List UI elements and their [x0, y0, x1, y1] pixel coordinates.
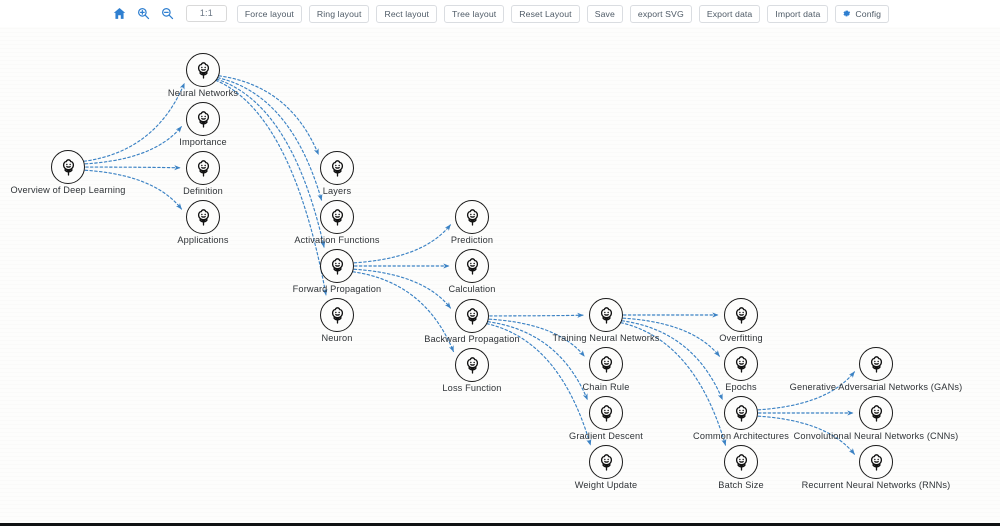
graph-node-label: Batch Size	[718, 480, 764, 490]
flower-icon[interactable]	[186, 53, 220, 87]
zoom-in-icon[interactable]	[135, 5, 152, 22]
flower-icon[interactable]	[589, 396, 623, 430]
export-data-button[interactable]: Export data	[698, 4, 761, 23]
flower-icon[interactable]	[859, 396, 893, 430]
flower-icon[interactable]	[186, 151, 220, 185]
graph-node-label: Definition	[183, 186, 223, 196]
graph-node-label: Calculation	[448, 284, 496, 294]
graph-edges-layer	[73, 74, 855, 455]
ring-layout-button[interactable]: Ring layout	[308, 4, 370, 23]
graph-edge	[206, 76, 328, 296]
flower-icon[interactable]	[724, 347, 758, 381]
graph-node-label: Layers	[322, 186, 352, 196]
graph-node-label: Weight Update	[574, 480, 638, 490]
flower-icon[interactable]	[724, 298, 758, 332]
flower-icon[interactable]	[320, 249, 354, 283]
rect-layout-button[interactable]: Rect layout	[376, 4, 438, 23]
graph-node-label: Overfitting	[719, 333, 763, 343]
graph-node-label: Activation Functions	[294, 235, 380, 245]
flower-icon[interactable]	[455, 200, 489, 234]
flower-icon[interactable]	[724, 445, 758, 479]
flower-icon[interactable]	[51, 150, 85, 184]
graph-node-label: Chain Rule	[582, 382, 630, 392]
flower-icon[interactable]	[455, 348, 489, 382]
graph-node-label: Training Neural Networks	[552, 333, 660, 343]
graph-node-label: Applications	[177, 235, 229, 245]
tree-layout-button[interactable]: Tree layout	[444, 4, 505, 23]
save-button[interactable]: Save	[586, 4, 623, 23]
toolbar-button-group: Force layout Ring layout Rect layout Tree l…	[236, 4, 829, 23]
zoom-level-input[interactable]: 1:1	[185, 5, 227, 22]
force-layout-button[interactable]: Force layout	[236, 4, 302, 23]
graph-node-label: Epochs	[725, 382, 757, 392]
flower-icon[interactable]	[724, 396, 758, 430]
bottom-border	[0, 523, 1000, 526]
toolbar: 1:1 Force layout Ring layout Rect layout Tr…	[0, 0, 1000, 27]
graph-node-label: Gradient Descent	[569, 431, 643, 441]
graph-node-label: Backward Propagation	[424, 334, 520, 344]
gear-icon	[843, 10, 851, 17]
graph-node-label: Neural Networks	[167, 88, 239, 98]
home-icon[interactable]	[111, 5, 128, 22]
config-button-label: Config	[855, 8, 882, 19]
graph-node-label: Generative Adversarial Networks (GANs)	[789, 382, 963, 392]
zoom-out-icon[interactable]	[159, 5, 176, 22]
flower-icon[interactable]	[589, 347, 623, 381]
graph-node-label: Recurrent Neural Networks (RNNs)	[801, 480, 951, 490]
export-svg-button[interactable]: export SVG	[629, 4, 692, 23]
flower-icon[interactable]	[859, 445, 893, 479]
graph-node-label: Forward Propagation	[292, 284, 382, 294]
flower-icon[interactable]	[186, 102, 220, 136]
graph-edge	[479, 312, 584, 318]
graph-node-label: Loss Function	[442, 383, 502, 393]
flower-icon[interactable]	[859, 347, 893, 381]
graph-edge	[75, 165, 181, 171]
flower-icon[interactable]	[320, 200, 354, 234]
flower-icon[interactable]	[455, 249, 489, 283]
graph-node-label: Common Architectures	[693, 431, 789, 441]
graph-node-label: Neuron	[321, 333, 353, 343]
flower-icon[interactable]	[320, 151, 354, 185]
flower-icon[interactable]	[589, 298, 623, 332]
config-button[interactable]: Config	[835, 4, 890, 23]
flower-icon[interactable]	[320, 298, 354, 332]
graph-edge	[74, 126, 182, 165]
flower-icon[interactable]	[186, 200, 220, 234]
graph-canvas[interactable]: Overview of Deep Learning Neural Network…	[0, 27, 1000, 526]
import-data-button[interactable]: Import data	[767, 4, 829, 23]
graph-node-label: Convolutional Neural Networks (CNNs)	[793, 431, 959, 441]
flower-icon[interactable]	[455, 299, 489, 333]
flower-icon[interactable]	[589, 445, 623, 479]
graph-node-label: Overview of Deep Learning	[10, 185, 126, 195]
graph-node-label: Importance	[179, 137, 227, 147]
reset-layout-button[interactable]: Reset Layout	[511, 4, 580, 23]
graph-edge	[206, 76, 326, 248]
graph-node-label: Prediction	[450, 235, 494, 245]
